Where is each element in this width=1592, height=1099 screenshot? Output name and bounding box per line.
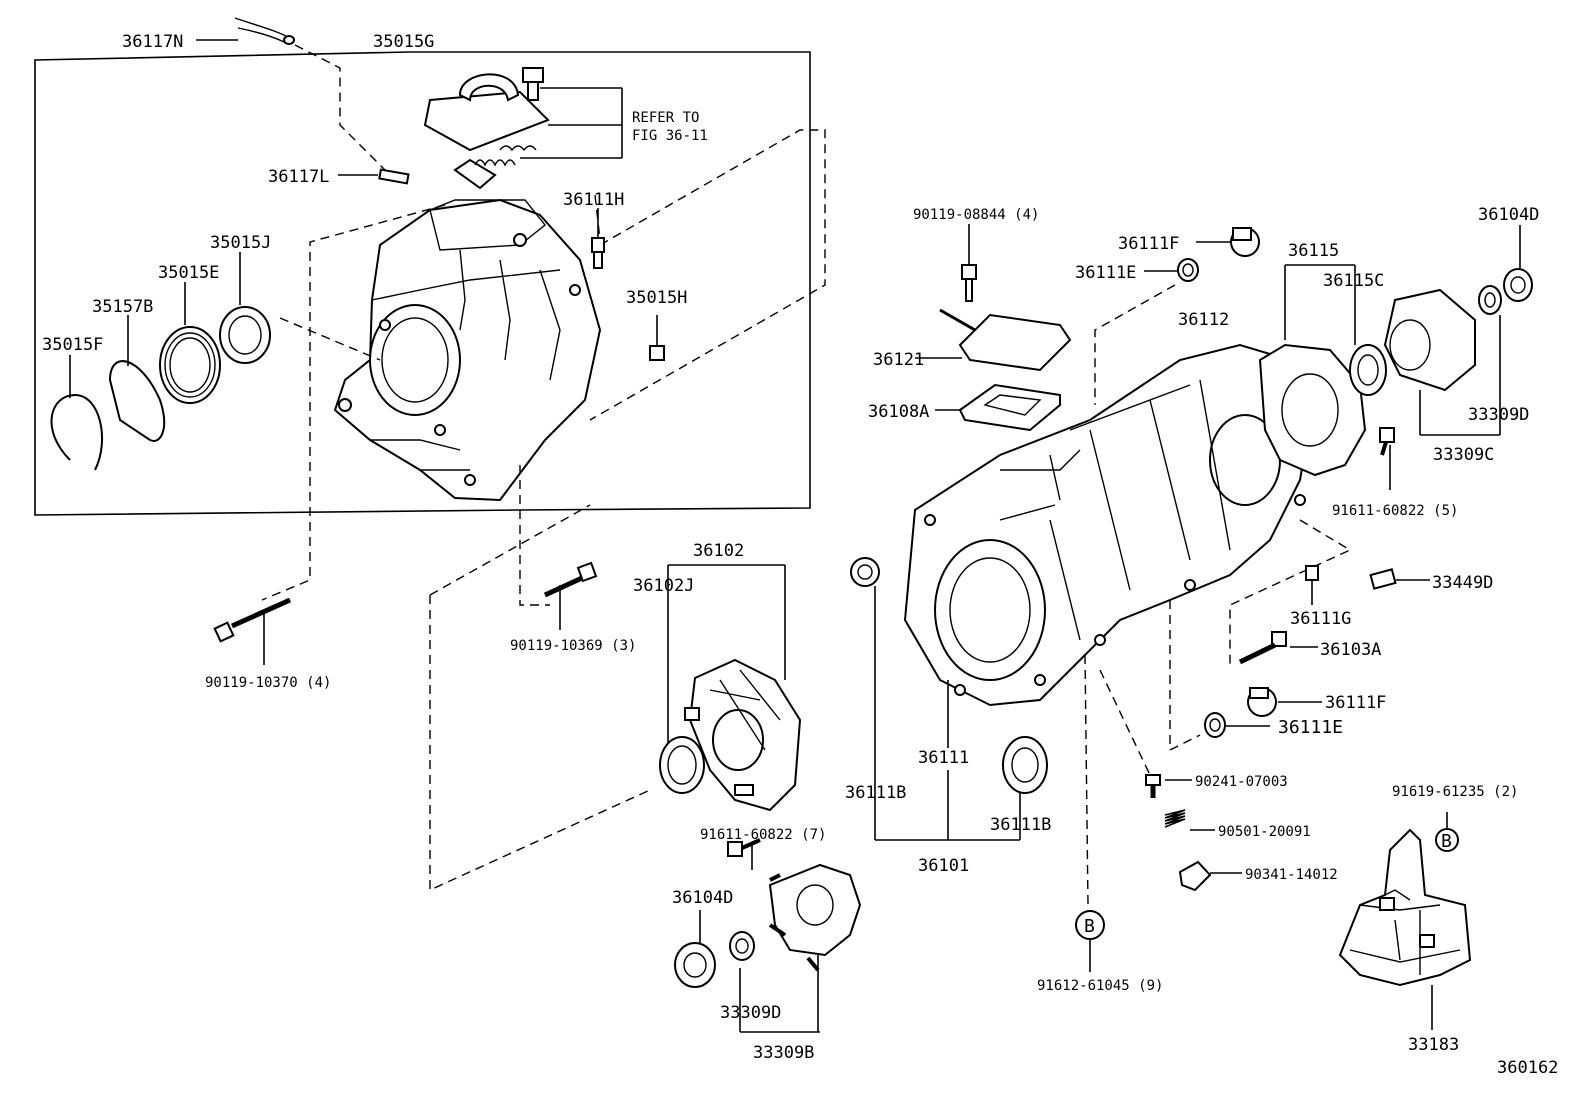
bolt-91611-60822-5-part	[1379, 427, 1395, 490]
label-36121: 36121	[873, 350, 924, 370]
cover-36102-part	[659, 564, 802, 812]
bolt-91611-60822-7-part	[727, 838, 761, 870]
label-33309d-right: 33309D	[1468, 405, 1529, 425]
spacer-35157b-part	[108, 315, 166, 442]
breather-hose-part	[196, 17, 386, 171]
dowel-36111g-part	[1305, 565, 1319, 605]
label-36104d-bottom: 36104D	[672, 888, 733, 908]
gasket-36111e-top-part	[1144, 258, 1199, 282]
label-91611-60822-5: 91611-60822 (5)	[1332, 503, 1458, 519]
label-36111e-bottom: 36111E	[1278, 717, 1343, 738]
label-36104d-top: 36104D	[1478, 205, 1539, 225]
label-35015e: 35015E	[158, 263, 219, 283]
cover-36121-part	[915, 308, 1072, 372]
label-91612-61045: 91612-61045 (9)	[1037, 978, 1163, 994]
bracket-36101	[875, 680, 1020, 841]
bolt-90119-10369-part	[543, 561, 598, 630]
seal-36115c-part	[1349, 344, 1387, 396]
seal-36111b-right-part	[1002, 736, 1048, 840]
label-callout-b-upper: B	[1441, 831, 1452, 852]
label-36115c: 36115C	[1323, 271, 1384, 291]
bolt-90119-08844-part	[961, 224, 977, 302]
label-33183: 33183	[1408, 1035, 1459, 1055]
label-36103a: 36103A	[1320, 640, 1381, 660]
snap-ring-35015f-part	[50, 355, 103, 471]
label-33449d: 33449D	[1432, 573, 1493, 593]
label-90119-08844: 90119-08844 (4)	[913, 207, 1039, 223]
shift-cover-assembly	[423, 67, 623, 190]
label-refer-to: REFER TO	[632, 110, 699, 126]
label-36111: 36111	[918, 748, 969, 768]
guide-right	[1229, 519, 1352, 665]
gasket-36111e-bottom-part	[1204, 712, 1270, 738]
guide-lines-middle	[429, 504, 651, 892]
detent-set-part	[1099, 669, 1242, 892]
bolt-36103a-part	[1238, 631, 1318, 665]
label-33309d-bottom: 33309D	[720, 1003, 781, 1023]
label-35015j: 35015J	[210, 233, 271, 253]
label-35015f: 35015F	[42, 335, 103, 355]
label-36108a: 36108A	[868, 402, 929, 422]
label-36117n: 36117N	[122, 32, 183, 52]
plug-36111f-bottom-part	[1247, 687, 1322, 717]
guide-top-plug	[1094, 284, 1176, 405]
plug-36111h-part	[591, 208, 605, 269]
callout-b-lower-part	[1075, 654, 1105, 972]
pin-part	[338, 168, 410, 185]
label-35015h: 35015H	[626, 288, 687, 308]
bolt-90119-10370-part	[213, 597, 292, 665]
nut-36104d-bottom-part	[674, 910, 716, 988]
dowel-35015h-part	[649, 315, 665, 361]
label-36102j: 36102J	[633, 576, 694, 596]
label-36111f-bottom: 36111F	[1325, 693, 1386, 713]
label-36111h: 36111H	[563, 190, 624, 210]
label-90119-10369: 90119-10369 (3)	[510, 638, 636, 654]
label-35157b: 35157B	[92, 297, 153, 317]
figure-number: 360162	[1497, 1058, 1558, 1078]
label-36111e-top: 36111E	[1075, 263, 1136, 283]
housing-36115-part	[1258, 264, 1367, 477]
label-36102: 36102	[693, 541, 744, 561]
label-90501-20091: 90501-20091	[1218, 824, 1311, 840]
label-91619-61235: 91619-61235 (2)	[1392, 784, 1518, 800]
part-33449d	[1369, 568, 1430, 590]
label-33309c: 33309C	[1433, 445, 1494, 465]
label-90341-14012: 90341-14012	[1245, 867, 1338, 883]
gasket-36108a-part	[935, 383, 1061, 432]
label-91611-60822-7: 91611-60822 (7)	[700, 827, 826, 843]
washer-33309d-right-part	[1478, 285, 1502, 315]
guide-lines-left	[261, 129, 826, 606]
label-90241-07003: 90241-07003	[1195, 774, 1288, 790]
label-36112: 36112	[1178, 310, 1229, 330]
label-90119-10370: 90119-10370 (4)	[205, 675, 331, 691]
label-33309b: 33309B	[753, 1043, 814, 1063]
label-36111b-right: 36111B	[990, 815, 1051, 835]
nut-36104d-right-part	[1503, 225, 1533, 302]
label-36111b-left: 36111B	[845, 783, 906, 803]
bearing-35015e-part	[159, 282, 221, 404]
part-labels: 36117N 35015G REFER TO FIG 36-11 36117L …	[42, 32, 1558, 1078]
flange-33309b-part	[739, 863, 862, 1033]
label-callout-b-lower: B	[1084, 916, 1095, 937]
seal-36111b-left-part	[850, 557, 880, 840]
flange-33309c-part	[1383, 288, 1501, 436]
label-35015g: 35015G	[373, 32, 434, 52]
label-36111f-top: 36111F	[1118, 234, 1179, 254]
label-36117l: 36117L	[268, 167, 329, 187]
washer-33309d-bottom-part	[729, 931, 755, 961]
mount-33183-part	[1338, 812, 1472, 1030]
label-36115: 36115	[1288, 241, 1339, 261]
label-fig-ref: FIG 36-11	[632, 128, 708, 144]
seal-35015j-part	[219, 252, 271, 364]
label-36101: 36101	[918, 856, 969, 876]
main-case-36111-part	[903, 343, 1312, 707]
label-36111g: 36111G	[1290, 609, 1351, 629]
plug-36111f-top-part	[1196, 227, 1260, 257]
front-housing-part	[333, 198, 602, 502]
guide-right-2	[1169, 600, 1201, 752]
